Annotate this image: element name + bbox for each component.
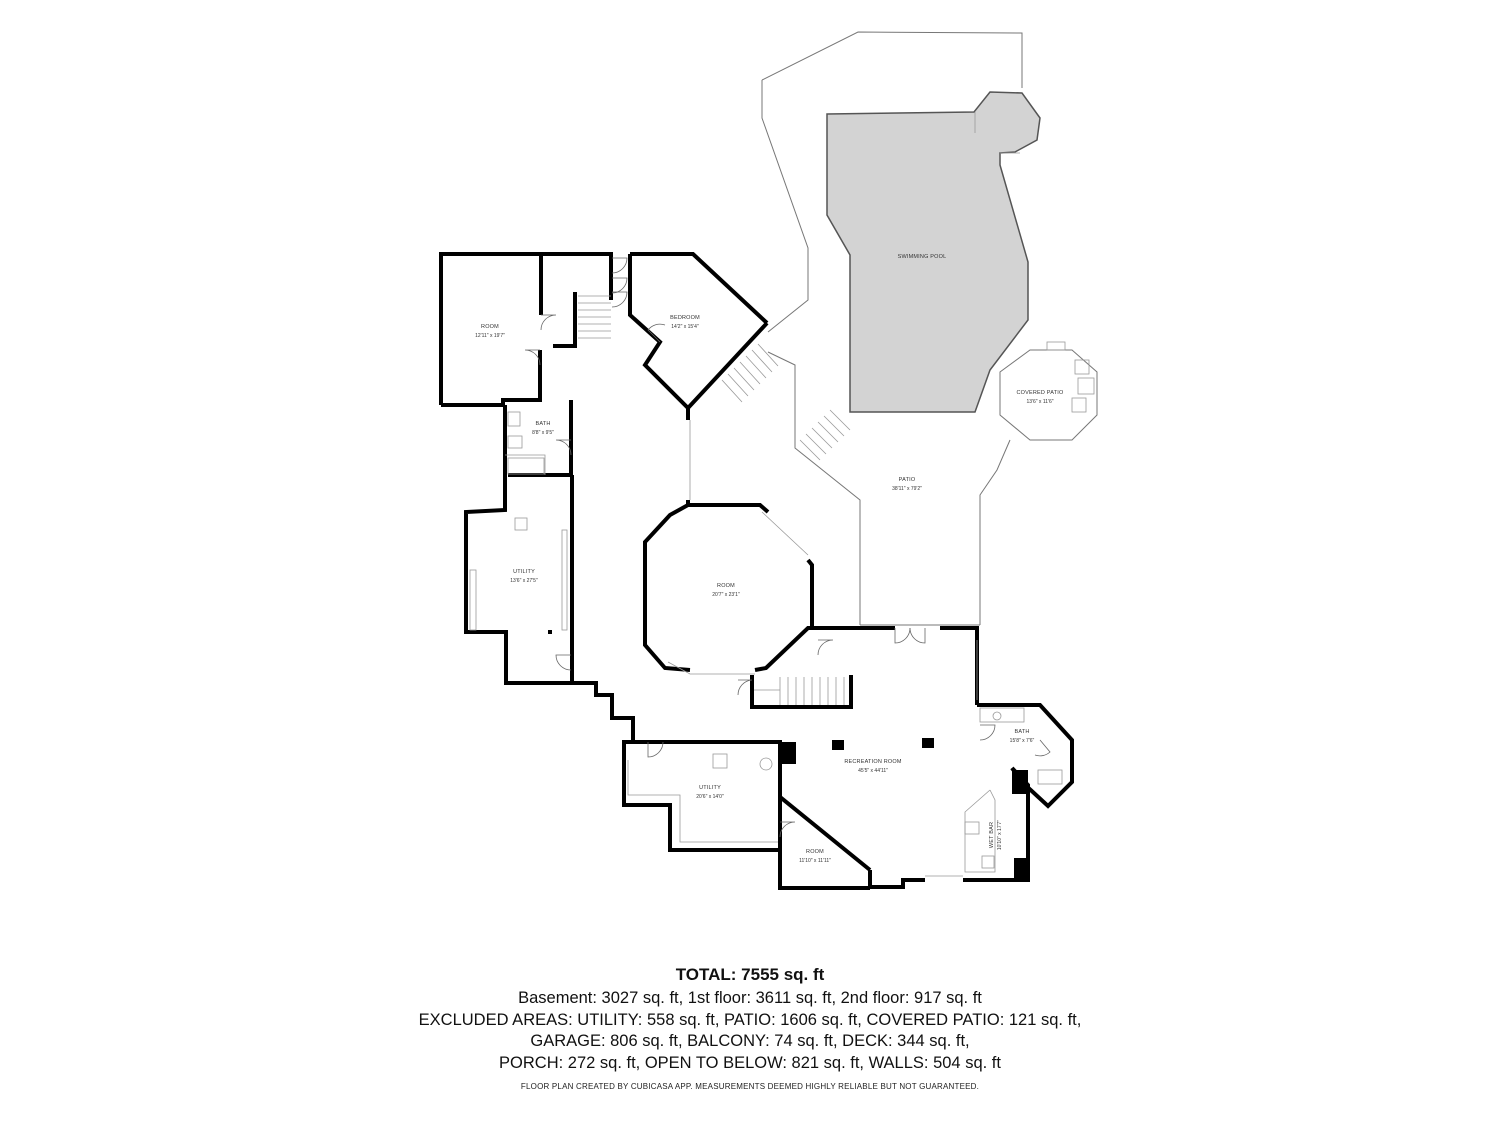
dim-bedroom: 14'2" x 15'4" bbox=[671, 324, 699, 330]
label-utility-w: UTILITY bbox=[513, 569, 535, 575]
dim-room-nw: 12'11" x 19'7" bbox=[475, 333, 505, 339]
label-bath-w: BATH bbox=[535, 421, 550, 427]
label-utility-s: UTILITY bbox=[699, 785, 721, 791]
dim-room-s: 11'10" x 11'11" bbox=[799, 858, 831, 864]
floor-areas: Basement: 3027 sq. ft, 1st floor: 3611 s… bbox=[518, 989, 982, 1007]
covered-patio bbox=[999, 341, 1098, 441]
label-bath-e: BATH bbox=[1014, 729, 1029, 735]
dim-bath-w: 8'8" x 9'5" bbox=[532, 430, 554, 436]
excluded-areas-line-3: PORCH: 272 sq. ft, OPEN TO BELOW: 821 sq… bbox=[499, 1053, 1001, 1072]
dim-wet-bar: 10'10" x 17'7" bbox=[997, 820, 1003, 850]
swimming-pool bbox=[826, 91, 1041, 413]
doors bbox=[524, 257, 1051, 838]
label-recreation-room: RECREATION ROOM bbox=[844, 759, 902, 765]
label-patio: PATIO bbox=[899, 477, 916, 483]
dim-covered-patio: 13'6" x 11'6" bbox=[1026, 399, 1053, 405]
excluded-areas-line-1: EXCLUDED AREAS: UTILITY: 558 sq. ft, PAT… bbox=[418, 1010, 1082, 1029]
excluded-areas-line-2: GARAGE: 806 sq. ft, BALCONY: 74 sq. ft, … bbox=[530, 1032, 970, 1050]
patio-outline bbox=[761, 31, 1023, 626]
dim-patio: 38'11" x 79'2" bbox=[892, 486, 922, 492]
building-walls bbox=[439, 252, 1074, 890]
dim-bath-e: 15'8" x 7'6" bbox=[1010, 738, 1035, 744]
total-area: TOTAL: 7555 sq. ft bbox=[675, 965, 825, 984]
dim-utility-s: 20'6" x 14'0" bbox=[696, 794, 724, 800]
dim-utility-w: 13'6" x 27'5" bbox=[510, 578, 538, 584]
label-room-nw: ROOM bbox=[481, 324, 499, 330]
label-bedroom: BEDROOM bbox=[670, 315, 700, 321]
dim-recreation-room: 45'5" x 44'11" bbox=[858, 768, 888, 774]
label-covered-patio: COVERED PATIO bbox=[1016, 390, 1064, 396]
dim-room-octagon: 20'7" x 23'1" bbox=[712, 592, 740, 598]
interior-details bbox=[469, 295, 1063, 877]
label-wet-bar: WET BAR bbox=[989, 822, 995, 848]
floor-plan: SWIMMING POOL COVERED PATIO 13'6" x 11'6… bbox=[439, 31, 1098, 890]
disclaimer: FLOOR PLAN CREATED BY CUBICASA APP. MEAS… bbox=[520, 1082, 980, 1091]
label-swimming-pool: SWIMMING POOL bbox=[898, 254, 947, 260]
label-room-octagon: ROOM bbox=[717, 583, 735, 589]
room-labels: SWIMMING POOL COVERED PATIO 13'6" x 11'6… bbox=[475, 254, 1064, 864]
area-summary: TOTAL: 7555 sq. ft Basement: 3027 sq. ft… bbox=[0, 962, 1500, 1091]
label-room-s: ROOM bbox=[806, 849, 824, 855]
